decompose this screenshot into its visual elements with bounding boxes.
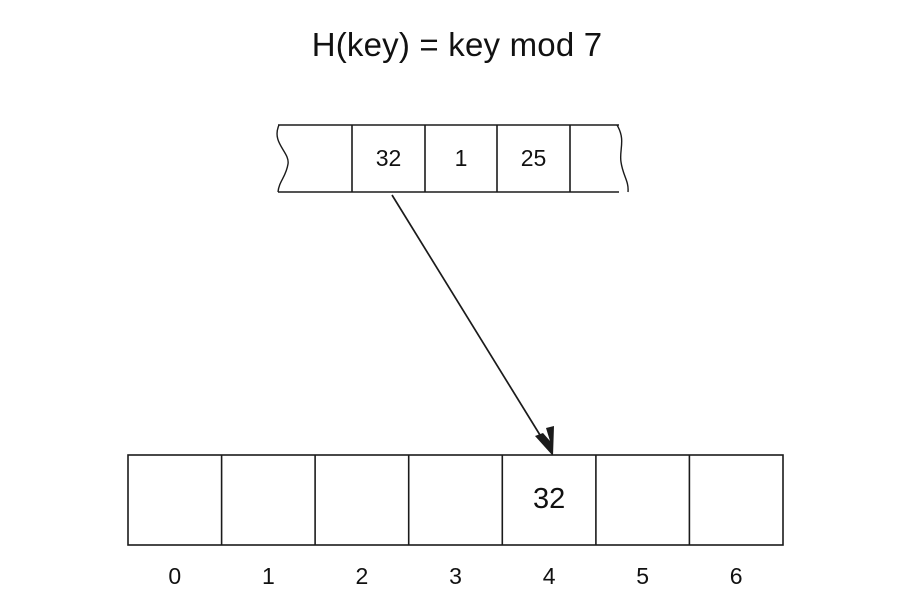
left-continuation-squiggle [276,124,289,193]
hash-index-label-0: 0 [168,563,182,589]
hash-index-label-6: 6 [729,563,743,589]
input-cell-2-value: 1 [454,145,468,171]
hash-index-label-5: 5 [636,563,650,589]
hash-index-label-1: 1 [261,563,275,589]
hash-index-label-4: 4 [542,563,556,589]
input-cell-1-value: 32 [375,145,402,171]
hash-index-label-2: 2 [355,563,369,589]
right-continuation-squiggle [616,124,629,193]
hash-index-label-3: 3 [449,563,462,589]
hash-mapping-arrow-head [535,426,554,456]
input-cell-3-value: 25 [520,145,547,171]
page-title: H(key) = key mod 7 [311,26,603,63]
input-array-cells [300,125,617,192]
hash-table-cells [128,455,783,545]
hash-table-dividers [220,455,691,545]
hash-slot-4-value: 32 [532,483,566,515]
input-array-dividers [351,125,571,192]
hash-mapping-arrow-line [391,194,549,449]
